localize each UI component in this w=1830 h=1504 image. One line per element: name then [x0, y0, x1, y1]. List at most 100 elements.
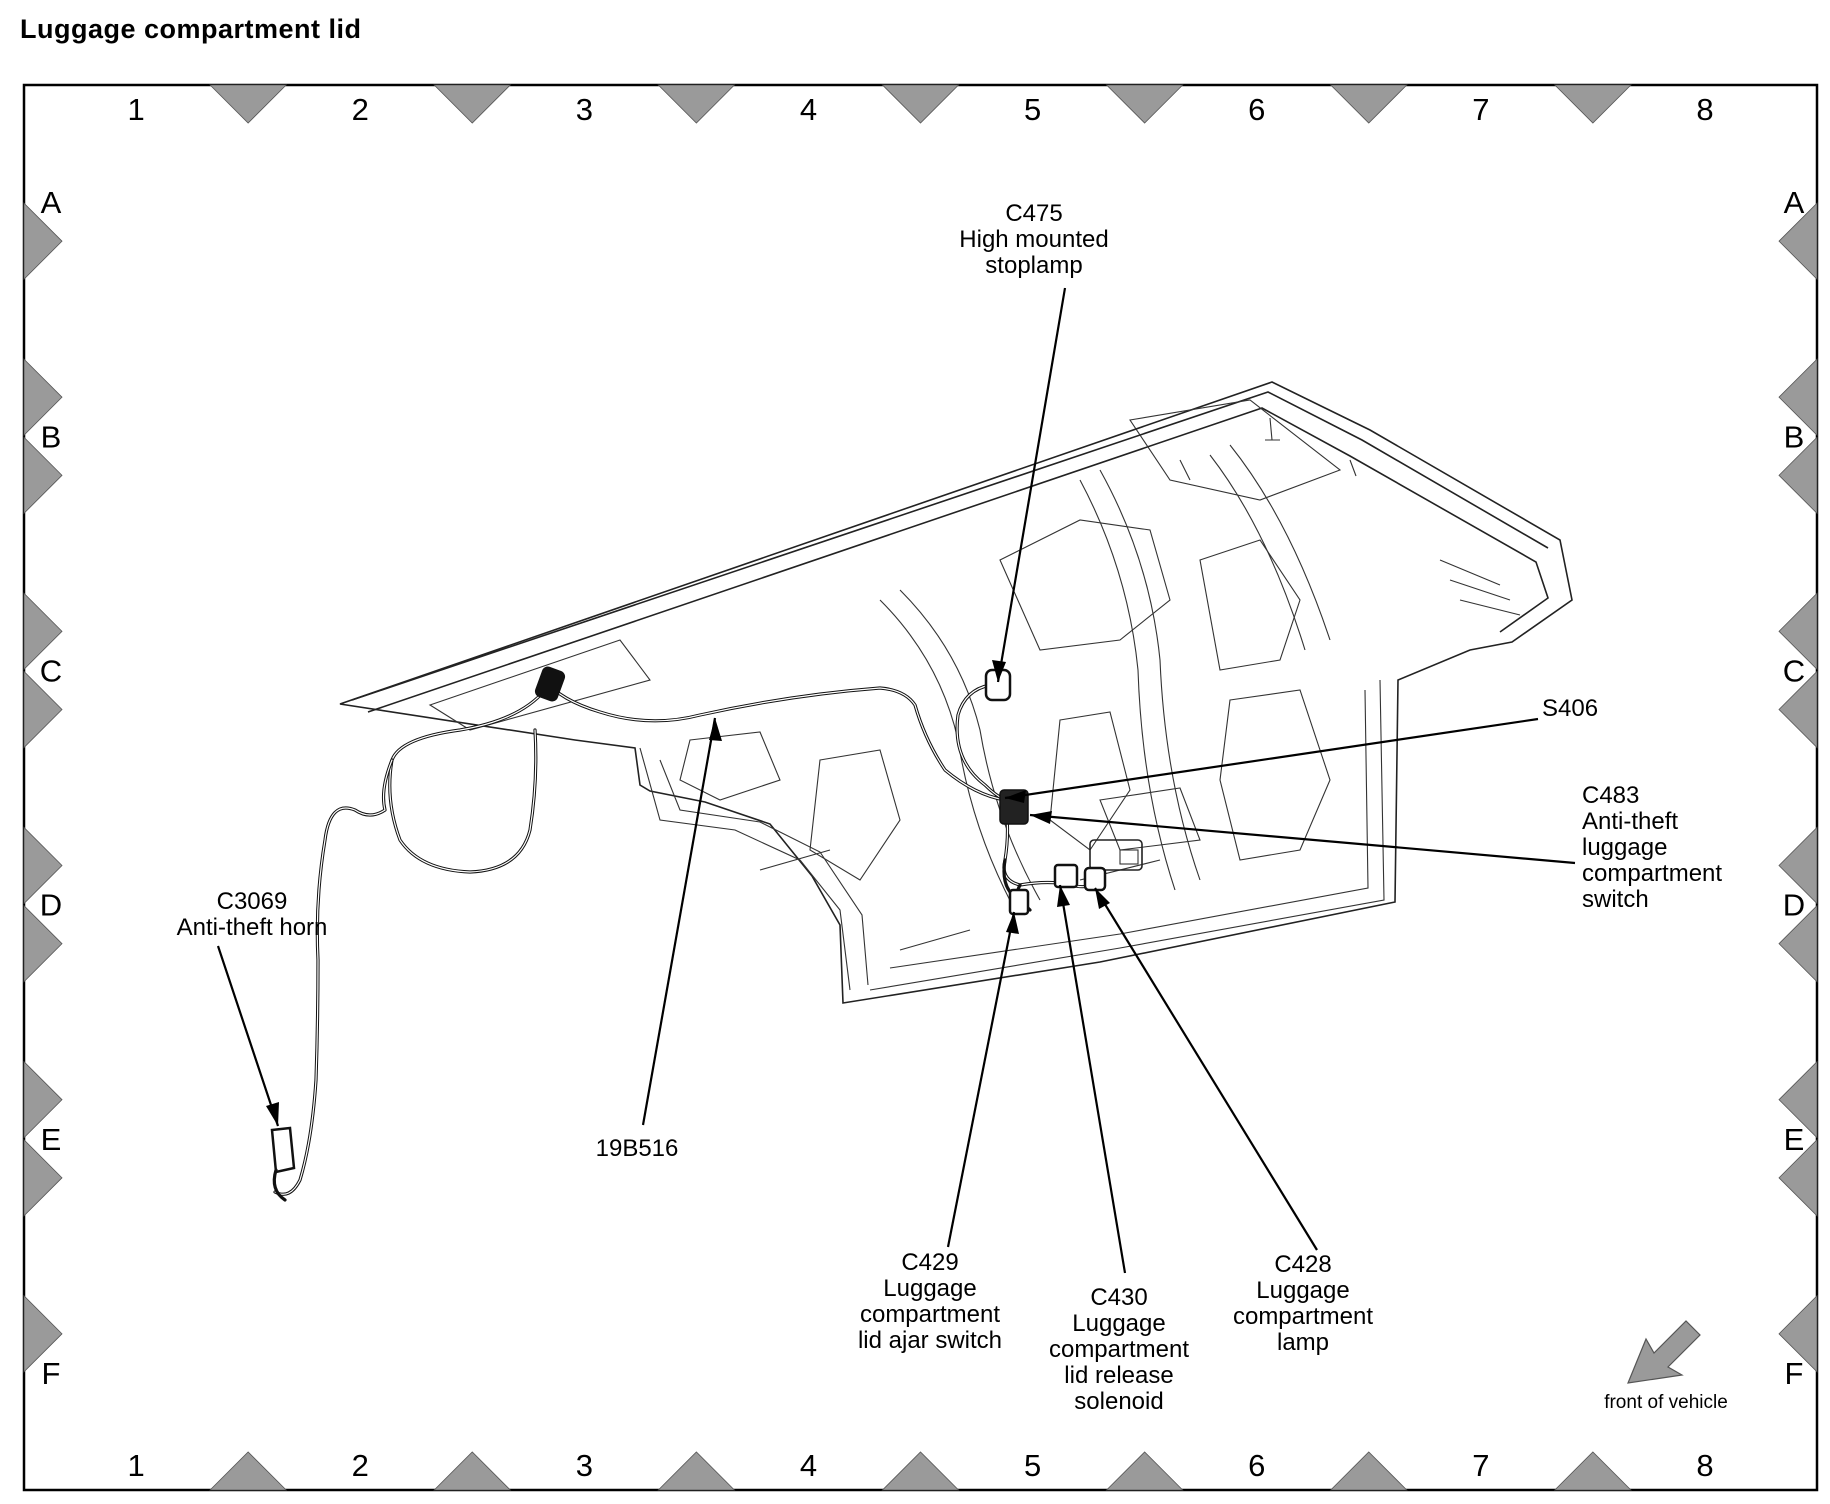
front-of-vehicle-indicator: front of vehicle [1604, 1320, 1728, 1413]
grid-marker-right [1778, 904, 1818, 983]
callout-line: luggage [1582, 834, 1667, 861]
grid-marker-left [23, 1060, 63, 1139]
wiring-harness-19b516 [270, 666, 1107, 1202]
grid-marker-right [1778, 1060, 1818, 1139]
grid-marker-right [1778, 358, 1818, 437]
grid-marker-left [23, 202, 63, 281]
grid-row-label-right: C [1783, 653, 1805, 688]
callout-line: compartment [860, 1301, 1000, 1328]
grid-column-label-bottom: 7 [1472, 1448, 1489, 1483]
grid-marker-right [1778, 202, 1818, 281]
grid-column-label-top: 5 [1024, 92, 1041, 127]
grid-marker-right [1778, 670, 1818, 749]
callout-line: lamp [1277, 1329, 1329, 1356]
grid-column-label-top: 6 [1248, 92, 1265, 127]
callout-line: C483 [1582, 782, 1639, 809]
grid-column-label-top: 1 [127, 92, 144, 127]
callout-line: compartment [1233, 1303, 1373, 1330]
callout-line: Anti-theft horn [177, 914, 328, 941]
grid-marker-bottom [1329, 1451, 1408, 1491]
grid-column-label-top: 4 [800, 92, 817, 127]
callout-line: solenoid [1074, 1388, 1163, 1415]
callout-line: compartment [1049, 1336, 1189, 1363]
grid-marker-top [1329, 84, 1408, 124]
front-of-vehicle-label: front of vehicle [1604, 1392, 1728, 1413]
grid-column-label-bottom: 2 [352, 1448, 369, 1483]
grid-marker-left [23, 1294, 63, 1373]
callout-line: C475 [1005, 200, 1062, 227]
leader-19b516 [641, 717, 717, 1126]
grid-row-label-left: F [42, 1356, 61, 1391]
leader-c3069 [216, 945, 280, 1127]
grid-marker-right [1778, 592, 1818, 671]
grid-marker-top [209, 84, 288, 124]
callout-line: C430 [1090, 1284, 1147, 1311]
grid-marker-bottom [1553, 1451, 1632, 1491]
grid-marker-top [1553, 84, 1632, 124]
callout-line: C3069 [217, 888, 288, 915]
callout-line: Luggage [1256, 1277, 1349, 1304]
luggage-lid-drawing [339, 381, 1573, 1004]
grid-marker-left [23, 904, 63, 983]
grid-marker-right [1778, 1294, 1818, 1373]
leader-c475 [996, 287, 1067, 683]
grid-marker-top [881, 84, 960, 124]
callout-s406: S406 [1542, 695, 1598, 722]
leader-c428 [1094, 887, 1318, 1251]
callout-line: switch [1582, 886, 1649, 913]
grid-marker-bottom [881, 1451, 960, 1491]
grid-marker-left [23, 826, 63, 905]
grid-row-label-right: F [1785, 1356, 1804, 1391]
grid-row-label-right: A [1784, 185, 1805, 220]
callout-line: C428 [1274, 1251, 1331, 1278]
grid-marker-right [1778, 436, 1818, 515]
grid-marker-bottom [209, 1451, 288, 1491]
callout-line: Luggage [1072, 1310, 1165, 1337]
leader-c483 [1029, 813, 1576, 865]
grid-column-label-top: 2 [352, 92, 369, 127]
grid-marker-top [433, 84, 512, 124]
grid-column-label-bottom: 5 [1024, 1448, 1041, 1483]
grid-marker-bottom [1105, 1451, 1184, 1491]
grid-marker-left [23, 436, 63, 515]
leader-lines [216, 287, 1576, 1274]
grid-marker-left [23, 592, 63, 671]
grid-marker-right [1778, 1138, 1818, 1217]
grid-column-label-bottom: 4 [800, 1448, 817, 1483]
grid-row-label-left: C [40, 653, 62, 688]
grid-column-label-bottom: 6 [1248, 1448, 1265, 1483]
grid-marker-top [1105, 84, 1184, 124]
leader-s406 [1004, 717, 1539, 800]
grid-row-label-right: B [1784, 419, 1805, 454]
grid-column-label-top: 7 [1472, 92, 1489, 127]
callout-line: Anti-theft [1582, 808, 1678, 835]
page-title: Luggage compartment lid [20, 14, 362, 44]
grid-row-label-left: A [41, 185, 62, 220]
callout-line: stoplamp [985, 252, 1082, 279]
grid-marker-left [23, 670, 63, 749]
grid-row-label-left: E [41, 1122, 62, 1157]
grid-row-label-right: E [1784, 1122, 1805, 1157]
callout-line: C429 [901, 1249, 958, 1276]
grid-marker-bottom [657, 1451, 736, 1491]
grid-marker-right [1778, 826, 1818, 905]
arrow-down-left-icon [1627, 1320, 1701, 1384]
callout-line: 19B516 [596, 1135, 679, 1162]
grid-row-label-right: D [1783, 888, 1805, 923]
callout-19b516: 19B516 [596, 1135, 679, 1162]
leader-c430 [1058, 884, 1127, 1274]
grid-column-label-top: 3 [576, 92, 593, 127]
callout-line: S406 [1542, 695, 1598, 722]
callout-line: Luggage [883, 1275, 976, 1302]
grid-column-label-bottom: 3 [576, 1448, 593, 1483]
grid-row-label-left: B [41, 419, 62, 454]
callout-line: lid release [1064, 1362, 1173, 1389]
grid-row-label-left: D [40, 888, 62, 923]
